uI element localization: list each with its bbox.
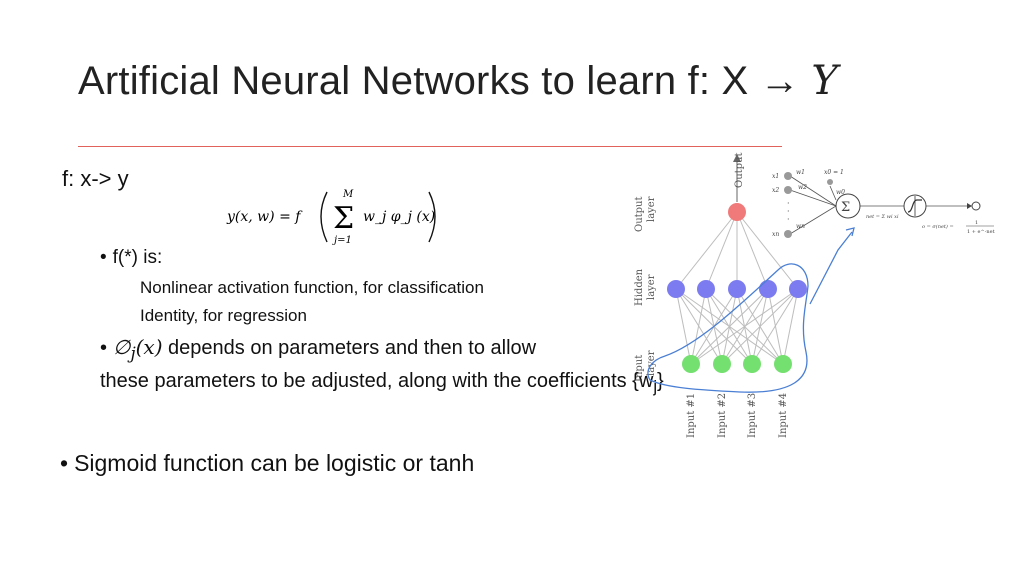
sigma-denominator: 1 + e^-net	[967, 228, 995, 235]
perceptron-input-node	[784, 230, 792, 238]
input-layer-label: Input	[634, 355, 645, 382]
formula-paren-right	[428, 191, 436, 243]
net-formula: net = Σ wi xi	[866, 214, 899, 220]
formula-lhs: y(x, w) = f	[226, 209, 303, 225]
title-variable: Y	[811, 58, 838, 104]
hidden-node	[697, 280, 715, 298]
formula-sum-top: M	[342, 189, 354, 200]
bullet-basis-continuation: these parameters to be adjusted, along w…	[100, 370, 664, 397]
perceptron-output-arrow	[967, 203, 972, 209]
perceptron-ellipsis-2: ·	[787, 207, 790, 216]
bullet-basis-text: depends on parameters and then to allow	[162, 337, 537, 359]
formula-sum-symbol: Σ	[333, 201, 354, 236]
bullet-activation: •f(*) is:	[100, 247, 162, 269]
input-node	[743, 355, 761, 373]
input-node	[713, 355, 731, 373]
perceptron-input-nodes	[784, 172, 833, 238]
title-arrow: →	[759, 59, 800, 103]
input-label-1: Input #1	[686, 393, 697, 438]
bias-node	[827, 179, 833, 185]
input-node	[774, 355, 792, 373]
input-layer-label-2: layer	[646, 350, 657, 376]
perceptron-input-node	[784, 172, 792, 180]
summation-node	[835, 193, 861, 219]
output-arrow-head	[733, 154, 741, 162]
perceptron-x2: x2	[772, 187, 779, 194]
hidden-node	[759, 280, 777, 298]
hidden-node	[728, 280, 746, 298]
sigma-numerator: 1	[975, 220, 978, 226]
perceptron-input-node	[784, 186, 792, 194]
formula-term: w_j φ_j (x)	[363, 209, 435, 225]
input-label-4: Input #4	[778, 393, 789, 438]
perceptron-output-node	[971, 201, 981, 211]
bullet-activation-text: f(*) is:	[112, 247, 163, 268]
sigma-formula: o = σ(net) =	[922, 223, 954, 230]
formula-paren-left	[320, 191, 328, 243]
hidden-node	[789, 280, 807, 298]
hidden-node	[667, 280, 685, 298]
perceptron-ellipsis-3: ·	[787, 215, 790, 224]
bullet-basis: •∅j(x) depends on parameters and then to…	[100, 335, 536, 363]
function-label: f: x-> y	[62, 166, 129, 191]
perceptron-w2: w2	[798, 184, 807, 191]
summation-symbol: Σ	[841, 200, 850, 215]
bullet-dot: •	[100, 337, 108, 359]
perceptron-ellipsis-1: ·	[787, 199, 790, 208]
phi-argument: (x)	[135, 335, 163, 359]
input-node	[682, 355, 700, 373]
perceptron-edges	[789, 175, 970, 235]
perceptron-w1: w1	[796, 169, 805, 176]
perceptron-diagram: · · · x1 x2 xn w1 w2 wn x0 = 1 w0 Σ net …	[772, 169, 995, 238]
perceptron-w0: w0	[836, 189, 845, 196]
perceptron-xn: xn	[772, 231, 779, 238]
sigmoid-curve-icon	[907, 199, 922, 213]
model-formula: y(x, w) = f M Σ j=1 w_j φ_j (x)	[226, 189, 436, 246]
output-node	[728, 203, 746, 221]
perceptron-x1: x1	[772, 173, 779, 180]
hidden-layer-label-2: layer	[646, 274, 657, 300]
output-layer	[728, 203, 746, 221]
title-text: Artificial Neural Networks to learn f: X	[78, 59, 749, 103]
perceptron-bias: x0 = 1	[824, 169, 844, 176]
title-divider	[78, 146, 782, 147]
phi-symbol: ∅	[113, 335, 131, 359]
input-label-2: Input #2	[717, 393, 728, 438]
perceptron-wn: wn	[796, 223, 805, 230]
input-layer	[682, 355, 792, 373]
sub-item-identity: Identity, for regression	[140, 306, 307, 325]
hidden-layer-label: Hidden	[634, 268, 645, 306]
sub-item-nonlinear: Nonlinear activation function, for class…	[140, 278, 484, 297]
input-label-3: Input #3	[747, 393, 758, 438]
formula-sum-bottom: j=1	[332, 235, 352, 246]
output-label-top: Output	[734, 152, 745, 188]
bullet-dot: •	[60, 450, 69, 476]
continuation-text: these parameters to be adjusted, along w…	[100, 370, 654, 392]
slide-title: Artificial Neural Networks to learn f: X…	[78, 58, 838, 104]
phi-subscript: j	[130, 344, 136, 363]
hidden-layer	[667, 280, 807, 298]
bullet-sigmoid: •Sigmoid function can be logistic or tan…	[60, 450, 474, 477]
bullet-dot: •	[100, 247, 107, 268]
output-layer-label-2: layer	[646, 196, 657, 222]
bullet-sigmoid-text: Sigmoid function can be logistic or tanh	[74, 450, 475, 476]
output-layer-label: Output	[634, 196, 645, 232]
